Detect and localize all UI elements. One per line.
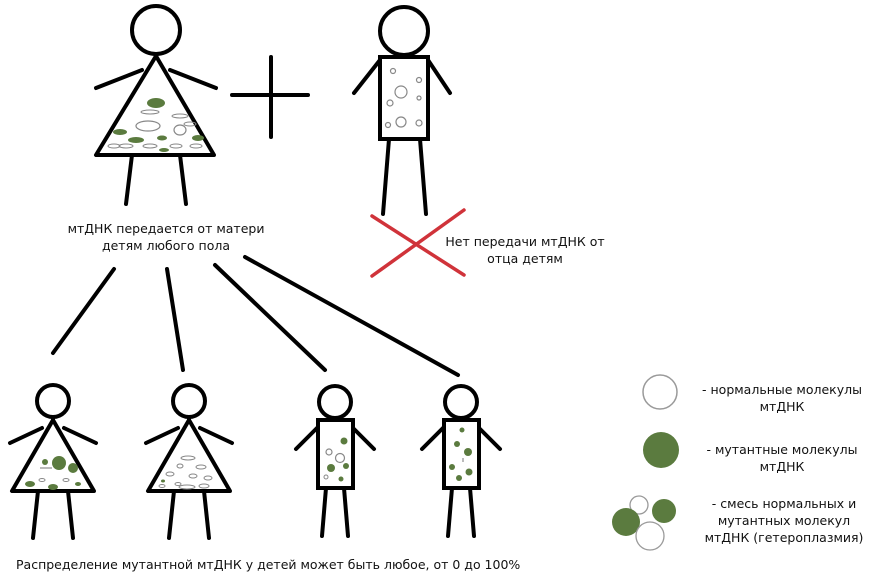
legend-mixed-line-1: - смесь нормальных и — [711, 496, 857, 511]
legend-normal-molecule-icon — [642, 374, 678, 410]
daughter-1-figure — [8, 383, 98, 540]
inheritance-lines — [51, 255, 460, 377]
legend-mutant-line-1: - мутантные молекулы — [706, 442, 858, 457]
legend-mutant-molecule-icon — [643, 432, 679, 468]
plus-sign — [230, 55, 310, 139]
son-2-figure — [420, 384, 502, 538]
legend-normal-text: - нормальные молекулы мтДНК — [702, 381, 862, 415]
mother-mtdna-molecules — [107, 98, 204, 152]
legend-mutant-text: - мутантные молекулы мтДНК — [702, 441, 862, 475]
daughter-1-mtdna-molecules — [25, 456, 81, 490]
father-caption-line-1: Нет передачи мтДНК от — [445, 234, 605, 249]
mother-caption-line-1: мтДНК передается от матери — [67, 221, 265, 236]
legend-mixed-text: - смесь нормальных и мутантных молекул м… — [700, 495, 868, 546]
father-caption: Нет передачи мтДНК от отца детям — [440, 233, 610, 267]
daughter-2-figure — [144, 383, 234, 540]
bottom-caption: Распределение мутантной мтДНК у детей мо… — [16, 557, 521, 572]
mother-caption: мтДНК передается от матери детям любого … — [56, 220, 276, 254]
legend-normal-line-1: - нормальные молекулы — [702, 382, 862, 397]
legend-mutant-line-2: мтДНК — [759, 459, 805, 474]
legend-mixed-molecules-icon — [612, 495, 676, 551]
daughter-2-mtdna-molecules — [158, 455, 213, 490]
son-1-mtdna-molecules — [323, 437, 349, 482]
son-1-figure — [294, 384, 376, 538]
father-mtdna-molecules — [384, 67, 423, 129]
legend-normal-line-2: мтДНК — [759, 399, 805, 414]
legend-mixed-line-2: мутантных молекул — [717, 513, 851, 528]
mother-caption-line-2: детям любого пола — [101, 238, 231, 253]
son-2-mtdna-molecules — [449, 427, 473, 481]
no-transmission-cross-icon — [370, 208, 466, 278]
father-figure — [352, 5, 452, 216]
father-caption-line-2: отца детям — [487, 251, 563, 266]
legend-mixed-line-3: мтДНК (гетероплазмия) — [704, 530, 864, 545]
